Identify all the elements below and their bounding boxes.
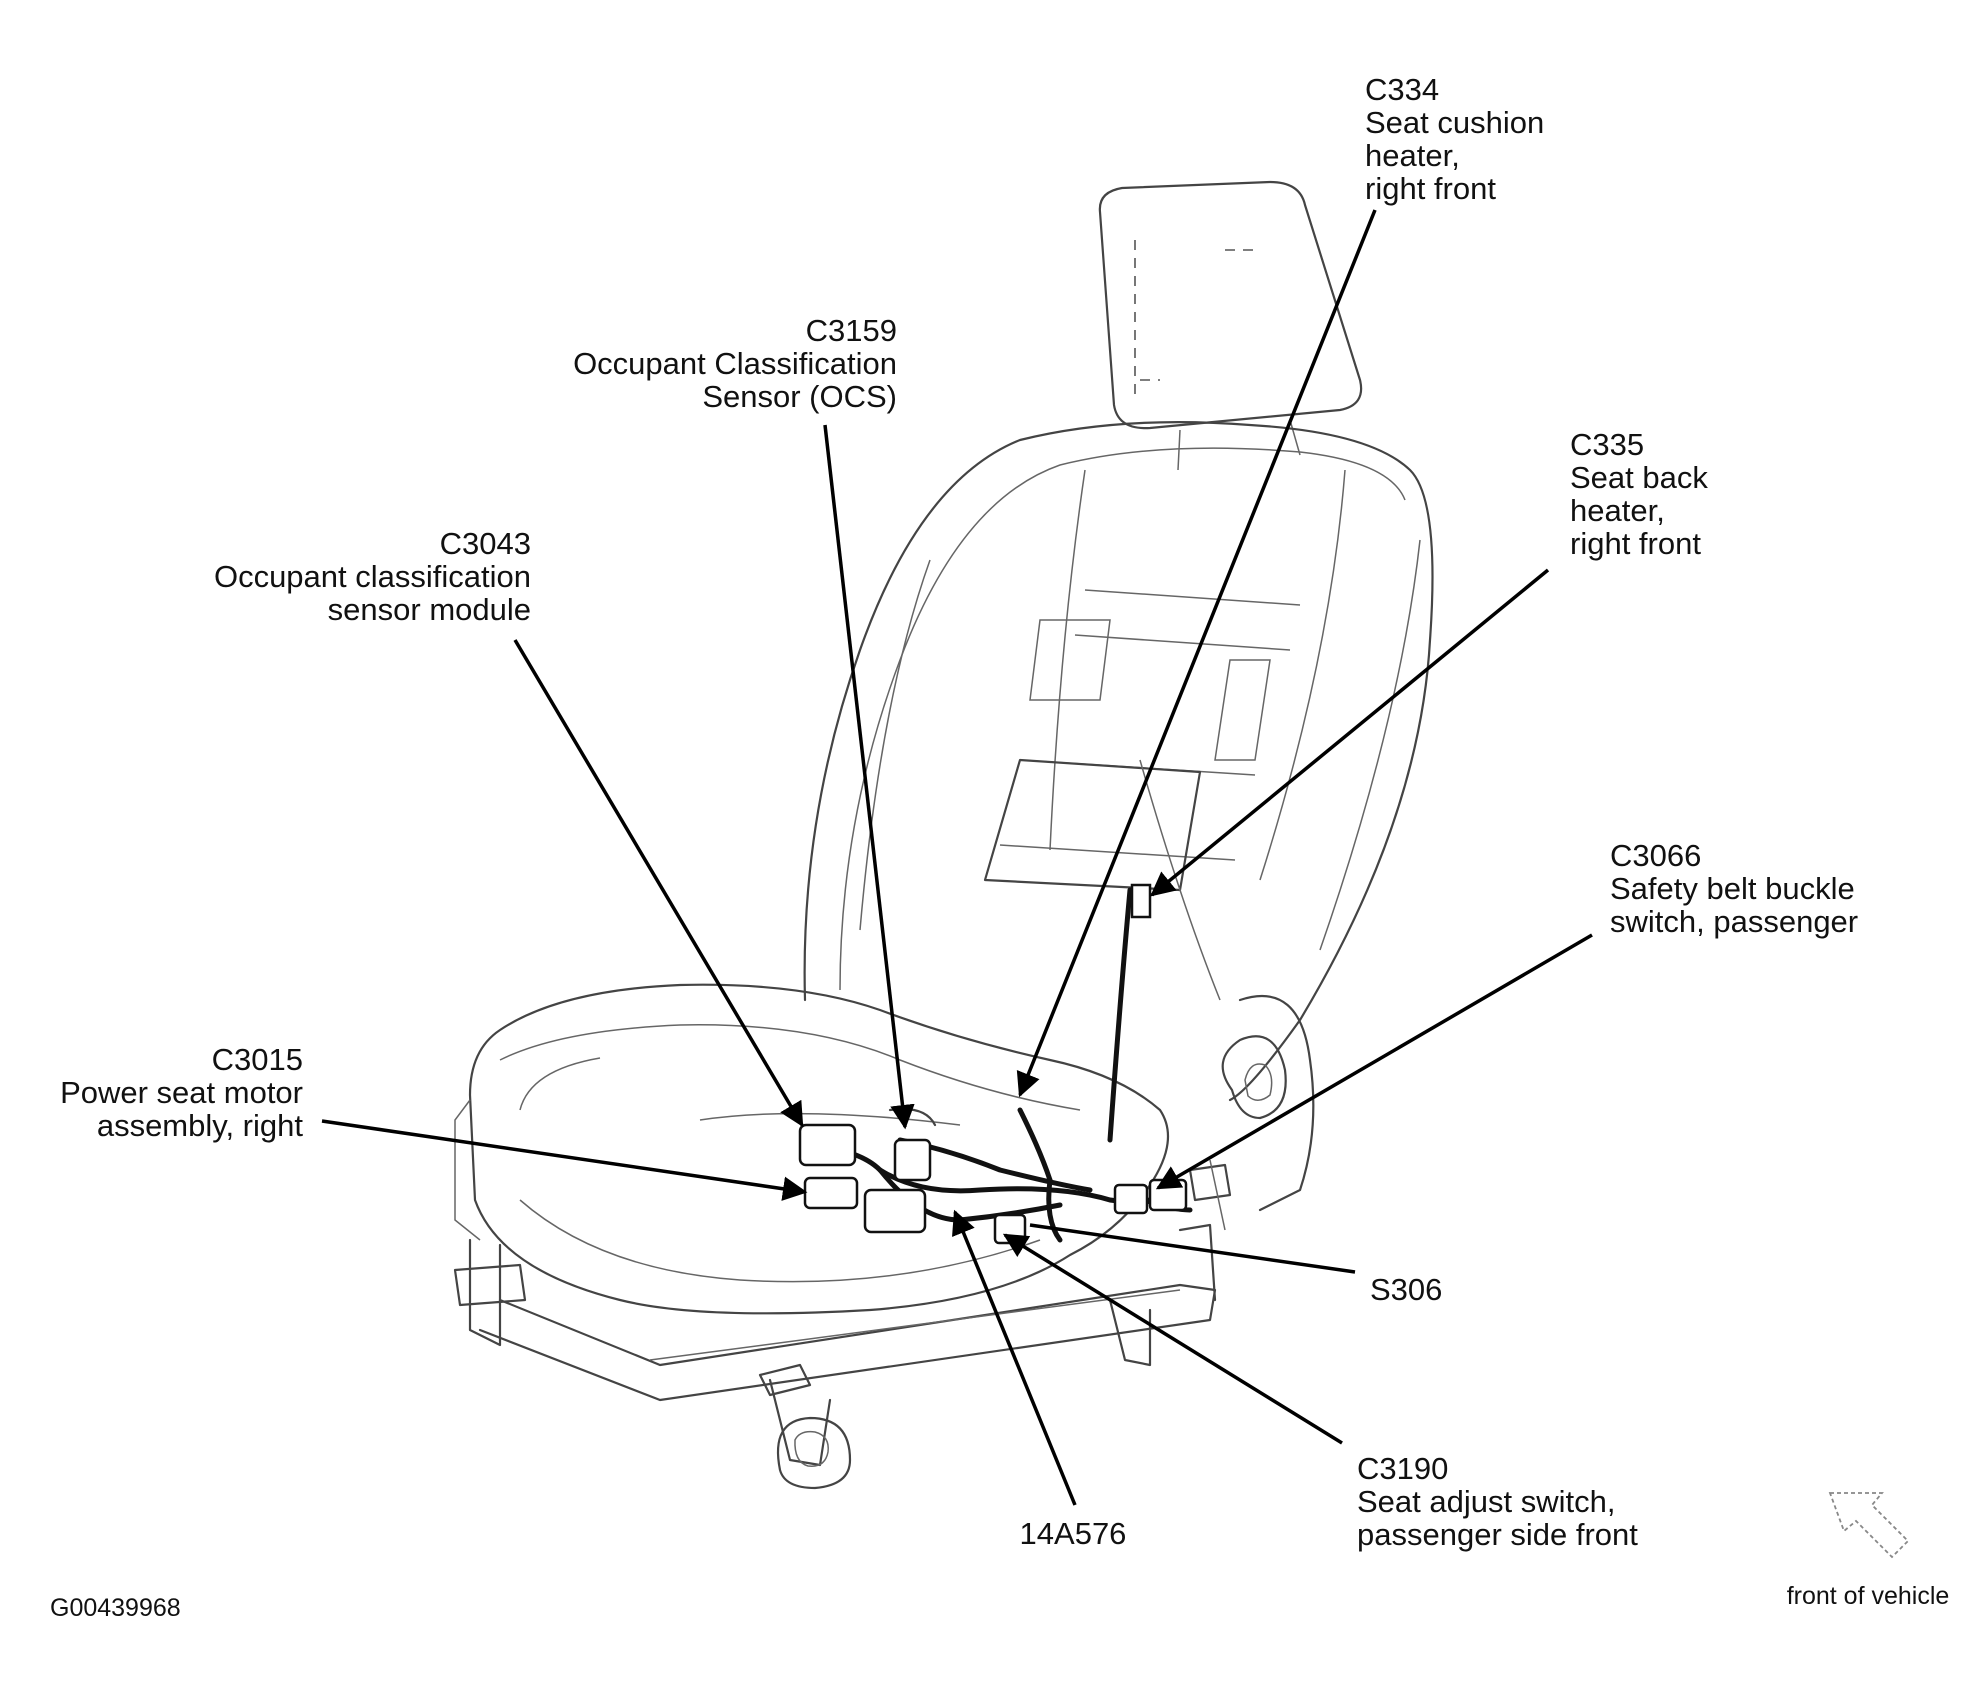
seat-cushion <box>454 983 1170 1315</box>
figure-id: G00439968 <box>50 1594 181 1622</box>
c335-line-1: Seat back <box>1570 460 1708 495</box>
c3015-id: C3015 <box>212 1042 303 1077</box>
c3159-id: C3159 <box>806 313 897 348</box>
leader-c334 <box>1016 209 1377 1098</box>
s306-id: S306 <box>1370 1272 1442 1307</box>
callout-c3159: C3159 Occupant Classification Sensor (OC… <box>573 313 897 414</box>
front-arrow-icon <box>1828 1492 1910 1559</box>
front-of-vehicle-indicator: front of vehicle <box>1787 1492 1950 1610</box>
c3190-line-2: passenger side front <box>1357 1517 1638 1552</box>
leader-14a576 <box>952 1209 1077 1506</box>
leader-c3015 <box>321 1119 808 1201</box>
leader-c3159 <box>823 424 915 1130</box>
c334-line-3: right front <box>1365 171 1496 206</box>
c3159-line-2: Sensor (OCS) <box>702 379 897 414</box>
c3015-line-1: Power seat motor <box>60 1075 303 1110</box>
c3159-line-1: Occupant Classification <box>573 346 897 381</box>
callout-14a576: 14A576 <box>1020 1516 1127 1551</box>
c334-id: C334 <box>1365 72 1439 107</box>
callout-c3015: C3015 Power seat motor assembly, right <box>60 1042 303 1143</box>
harness-14a576-id: 14A576 <box>1020 1516 1127 1551</box>
c334-line-1: Seat cushion <box>1365 105 1544 140</box>
callout-c335: C335 Seat back heater, right front <box>1570 427 1708 561</box>
callout-c3043: C3043 Occupant classification sensor mod… <box>214 526 531 627</box>
wiring-harness <box>798 883 1193 1245</box>
recliner-side-trim <box>1188 995 1315 1231</box>
c3190-id: C3190 <box>1357 1451 1448 1486</box>
callout-c3190: C3190 Seat adjust switch, passenger side… <box>1357 1451 1638 1552</box>
c335-line-3: right front <box>1570 526 1701 561</box>
seat-back <box>803 421 1434 1102</box>
c335-line-2: heater, <box>1570 493 1665 528</box>
leader-lines <box>321 209 1593 1506</box>
seat-track <box>453 1223 1217 1490</box>
seat-illustration <box>453 180 1434 1490</box>
c3043-line-2: sensor module <box>328 592 531 627</box>
leader-c3066 <box>1155 933 1593 1190</box>
leader-c3190 <box>1002 1233 1343 1445</box>
c3066-line-2: switch, passenger <box>1610 904 1858 939</box>
c3066-line-1: Safety belt buckle <box>1610 871 1855 906</box>
headrest <box>1098 180 1363 471</box>
c3066-id: C3066 <box>1610 838 1701 873</box>
c3043-id: C3043 <box>440 526 531 561</box>
c335-id: C335 <box>1570 427 1644 462</box>
leader-c335 <box>1150 568 1550 897</box>
leader-c3043 <box>513 639 804 1128</box>
callout-s306: S306 <box>1370 1272 1442 1307</box>
leader-s306 <box>1029 1223 1356 1274</box>
orientation-label: front of vehicle <box>1787 1582 1950 1610</box>
callout-c334: C334 Seat cushion heater, right front <box>1365 72 1544 206</box>
c334-line-2: heater, <box>1365 138 1460 173</box>
callout-c3066: C3066 Safety belt buckle switch, passeng… <box>1610 838 1858 939</box>
c3043-line-1: Occupant classification <box>214 559 531 594</box>
c3190-line-1: Seat adjust switch, <box>1357 1484 1615 1519</box>
c3015-line-2: assembly, right <box>97 1108 304 1143</box>
